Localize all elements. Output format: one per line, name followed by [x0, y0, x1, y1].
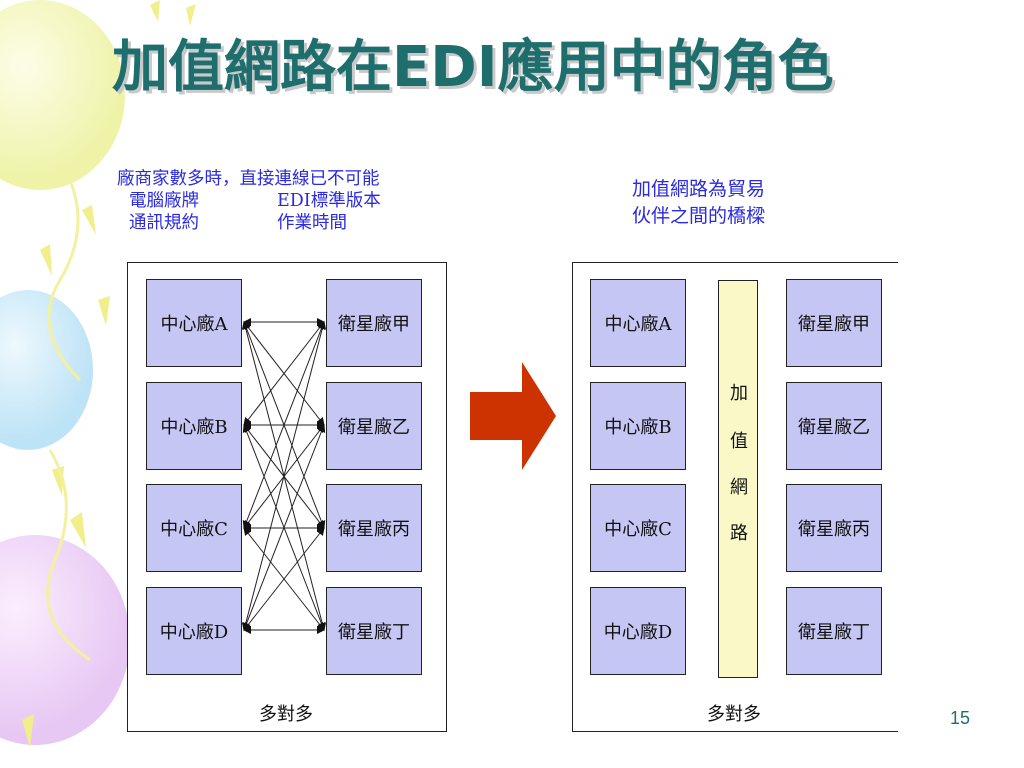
- left-footer-label: 多對多: [259, 704, 313, 725]
- right-caption-line2: 伙伴之間的橋樑: [632, 205, 766, 227]
- van-bar: 加 值 網 路: [718, 280, 758, 678]
- right-center-a: 中心廠A: [590, 279, 686, 367]
- van-char-4: 路: [730, 523, 748, 544]
- page-title: 加值網路在EDI應用中的角色: [112, 35, 834, 100]
- mesh-link-3-2: [243, 527, 325, 631]
- right-satellite-yi: 衛星廠乙: [786, 382, 882, 470]
- left-satellite-jia: 衛星廠甲: [326, 279, 422, 367]
- right-footer-label: 多對多: [707, 704, 761, 725]
- right-center-d: 中心廠D: [590, 587, 686, 675]
- caption-item-worktime: 作業時間: [277, 213, 347, 233]
- right-satellite-jia: 衛星廠甲: [786, 279, 882, 367]
- left-caption-line1: 廠商家數多時，直接連線已不可能: [117, 169, 380, 189]
- left-satellite-yi: 衛星廠乙: [326, 382, 422, 470]
- right-caption-line1: 加值網路為貿易: [632, 178, 766, 200]
- right-satellite-ding: 衛星廠丁: [786, 587, 882, 675]
- caption-item-protocol: 通訊規約: [129, 213, 199, 233]
- left-center-b: 中心廠B: [146, 382, 242, 470]
- left-center-a: 中心廠A: [146, 279, 242, 367]
- caption-item-edi-version: EDI標準版本: [277, 191, 381, 211]
- caption-item-brand: 電腦廠牌: [129, 191, 199, 211]
- left-center-c: 中心廠C: [146, 484, 242, 572]
- right-satellite-bing: 衛星廠丙: [786, 484, 882, 572]
- left-satellite-bing: 衛星廠丙: [326, 484, 422, 572]
- right-center-b: 中心廠B: [590, 382, 686, 470]
- right-center-c: 中心廠C: [590, 484, 686, 572]
- van-char-3: 網: [730, 477, 748, 498]
- van-char-2: 值: [730, 431, 748, 452]
- left-satellite-ding: 衛星廠丁: [326, 587, 422, 675]
- transition-arrow-icon: [470, 362, 556, 470]
- yellow-balloon-icon: [0, 0, 125, 190]
- left-center-d: 中心廠D: [146, 587, 242, 675]
- blue-balloon-icon: [0, 290, 93, 450]
- van-char-1: 加: [730, 383, 748, 404]
- right-caption: 加值網路為貿易 伙伴之間的橋樑: [632, 176, 872, 230]
- left-caption: 廠商家數多時，直接連線已不可能 電腦廠牌 EDI標準版本 通訊規約 作業時間: [117, 168, 487, 234]
- page-number: 15: [949, 708, 970, 728]
